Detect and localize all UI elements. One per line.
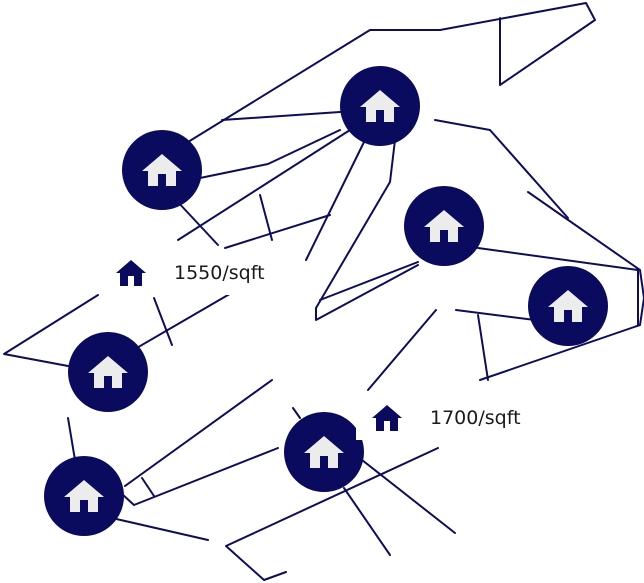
house-marker-6[interactable]: [284, 412, 364, 492]
road: [67, 417, 76, 461]
road: [3, 294, 99, 367]
house-icon: [142, 154, 182, 186]
road: [292, 407, 301, 419]
road-network: [3, 2, 644, 581]
house-marker-2[interactable]: [340, 66, 420, 146]
road: [305, 139, 366, 261]
price-text: 1550/sqft: [174, 262, 265, 284]
road: [367, 309, 437, 391]
house-marker-7[interactable]: [44, 456, 124, 536]
house-icon: [64, 480, 104, 512]
road: [199, 129, 341, 179]
road: [121, 447, 279, 506]
road: [259, 194, 273, 241]
road: [187, 2, 596, 143]
price-label-1700[interactable]: 1700/sqft: [356, 396, 539, 440]
house-icon: [88, 356, 128, 388]
road: [434, 119, 569, 219]
road: [479, 191, 644, 381]
house-icon: [548, 290, 588, 322]
house-marker-5[interactable]: [68, 332, 148, 412]
road: [225, 447, 439, 581]
house-icon: [116, 260, 146, 286]
house-markers: [44, 66, 608, 536]
road: [343, 487, 391, 556]
road: [153, 297, 173, 346]
price-text: 1700/sqft: [430, 407, 521, 429]
house-icon: [360, 90, 400, 122]
road: [141, 477, 155, 497]
house-marker-3[interactable]: [404, 186, 484, 266]
road: [319, 261, 419, 301]
road: [221, 111, 341, 121]
house-marker-4[interactable]: [528, 266, 608, 346]
road: [315, 139, 419, 321]
house-marker-1[interactable]: [122, 130, 202, 210]
road: [224, 214, 331, 249]
road: [111, 517, 209, 541]
price-label-1550[interactable]: 1550/sqft: [100, 251, 283, 295]
road: [361, 459, 456, 534]
road: [175, 199, 219, 246]
road: [477, 247, 639, 326]
house-icon: [372, 405, 402, 431]
house-icon: [304, 436, 344, 468]
road: [124, 379, 273, 487]
road: [455, 309, 536, 321]
house-icon: [424, 210, 464, 242]
road: [477, 314, 489, 381]
road: [177, 129, 351, 241]
